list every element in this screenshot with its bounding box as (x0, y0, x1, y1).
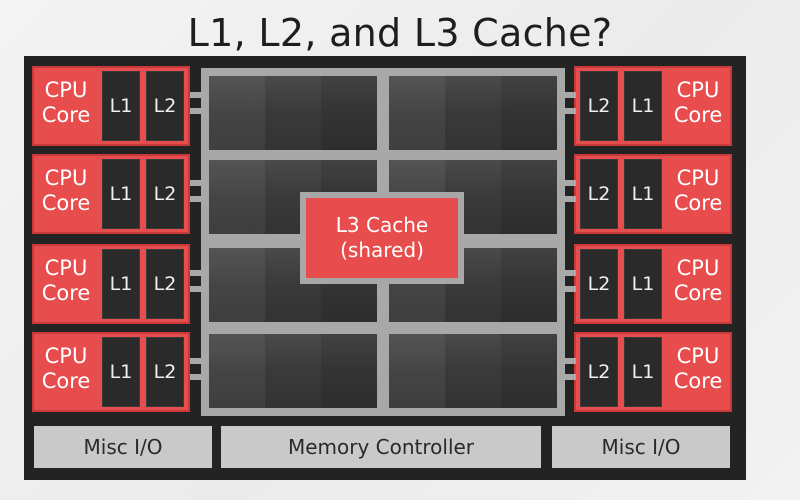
core-label: CPU Core (673, 256, 723, 305)
core-connector (190, 180, 204, 186)
misc-io-left: Misc I/O (34, 426, 212, 468)
core-label: CPU Core (41, 256, 91, 305)
l2-cache: L2 (580, 71, 618, 141)
cpu-die: L3 Cache (shared) CPU Core L1 L2 CPU Cor… (24, 56, 746, 480)
l2-cache: L2 (580, 337, 618, 407)
cpu-core-left-3: CPU Core L1 L2 (32, 244, 190, 324)
l2-cache: L2 (146, 249, 184, 319)
core-connector (562, 358, 576, 364)
l1-cache: L1 (624, 249, 662, 319)
l2-cache: L2 (146, 337, 184, 407)
l1-cache: L1 (624, 71, 662, 141)
core-label: CPU Core (41, 166, 91, 215)
l3-cache-slice (389, 76, 557, 150)
l3-cache-label-box: L3 Cache (shared) (300, 192, 464, 284)
misc-io-right: Misc I/O (552, 426, 730, 468)
core-connector (562, 286, 576, 292)
cpu-core-right-4: L2 L1 CPU Core (574, 332, 732, 412)
core-label: CPU Core (673, 78, 723, 127)
l3-cache-shared-label: (shared) (340, 238, 424, 262)
cpu-core-right-1: L2 L1 CPU Core (574, 66, 732, 146)
l1-cache: L1 (102, 337, 140, 407)
core-connector (562, 180, 576, 186)
core-label: CPU Core (673, 166, 723, 215)
l2-cache: L2 (580, 249, 618, 319)
l1-cache: L1 (102, 159, 140, 229)
l2-cache: L2 (146, 71, 184, 141)
cpu-core-left-1: CPU Core L1 L2 (32, 66, 190, 146)
cpu-core-right-2: L2 L1 CPU Core (574, 154, 732, 234)
cpu-core-right-3: L2 L1 CPU Core (574, 244, 732, 324)
core-label: CPU Core (673, 344, 723, 393)
l1-cache: L1 (102, 249, 140, 319)
core-connector (562, 108, 576, 114)
core-connector (562, 374, 576, 380)
l2-cache: L2 (580, 159, 618, 229)
core-connector (562, 92, 576, 98)
core-connector (562, 196, 576, 202)
l1-cache: L1 (624, 159, 662, 229)
core-connector (190, 374, 204, 380)
cpu-core-left-4: CPU Core L1 L2 (32, 332, 190, 412)
core-label: CPU Core (41, 344, 91, 393)
diagram-title: L1, L2, and L3 Cache? (187, 11, 613, 55)
l3-cache-area (201, 68, 565, 416)
core-connector (190, 270, 204, 276)
l2-cache: L2 (146, 159, 184, 229)
l1-cache: L1 (102, 71, 140, 141)
l3-cache-slice (209, 334, 377, 408)
core-connector (190, 196, 204, 202)
core-connector (190, 286, 204, 292)
cpu-core-left-2: CPU Core L1 L2 (32, 154, 190, 234)
core-connector (190, 358, 204, 364)
core-connector (562, 270, 576, 276)
core-label: CPU Core (41, 78, 91, 127)
l3-cache-slice (209, 76, 377, 150)
l1-cache: L1 (624, 337, 662, 407)
l3-cache-label: L3 Cache (335, 213, 429, 237)
memory-controller: Memory Controller (221, 426, 541, 468)
l3-cache-slice (389, 334, 557, 408)
core-connector (190, 92, 204, 98)
core-connector (190, 108, 204, 114)
